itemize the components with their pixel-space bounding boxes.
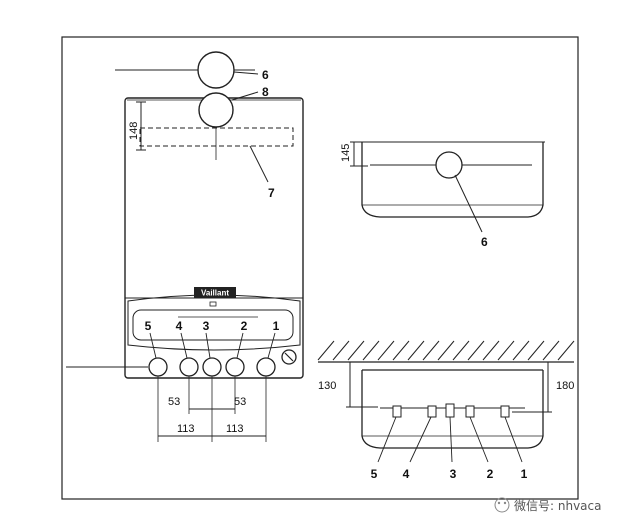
ceiling-hatch [317, 340, 575, 361]
front-num-3: 3 [203, 319, 210, 333]
connector-5 [148, 357, 168, 377]
wechat-icon [494, 497, 510, 513]
front-view [66, 51, 304, 442]
dim-113-right: 113 [226, 423, 244, 435]
connector-2 [225, 357, 245, 377]
bottom-num-2: 2 [487, 467, 494, 481]
top-view [350, 141, 545, 233]
leader-6 [233, 71, 259, 75]
dim-148: 148 [128, 122, 140, 140]
bottom-view-body [361, 370, 544, 449]
leader-7 [249, 145, 269, 183]
dim-180: 180 [556, 380, 574, 392]
dim-53-left: 53 [168, 396, 180, 408]
bottom-view [317, 340, 575, 463]
brand-logo [194, 287, 236, 298]
top-view-body [361, 142, 544, 218]
brand-logo-text: Vaillant [201, 289, 229, 298]
leader-8 [231, 91, 259, 101]
connector-1 [256, 357, 276, 377]
bottom-num-5: 5 [371, 467, 378, 481]
dim-130: 130 [318, 380, 336, 392]
connector-4 [179, 357, 199, 377]
bottom-connector-4 [427, 405, 437, 418]
watermark: 微信号: nhvaca [494, 497, 601, 513]
front-num-5: 5 [145, 319, 152, 333]
callout-6-top: 6 [481, 235, 488, 249]
bottom-connector-5 [392, 405, 402, 418]
callout-6-front: 6 [262, 68, 269, 82]
dim-113-left: 113 [177, 423, 195, 435]
leader-6-top [454, 174, 483, 233]
dim-145: 145 [340, 144, 352, 162]
flue-circle-top [197, 51, 235, 89]
front-num-2: 2 [241, 319, 248, 333]
bottom-num-4: 4 [403, 467, 410, 481]
dim-53-right: 53 [234, 396, 246, 408]
top-view-flue [435, 151, 463, 179]
callout-7: 7 [268, 186, 275, 200]
bottom-connector-2 [465, 405, 475, 418]
callout-8: 8 [262, 85, 269, 99]
boiler-body [124, 97, 304, 379]
bottom-connector-1 [500, 405, 510, 418]
frame-border [61, 36, 579, 500]
bottom-num-1: 1 [521, 467, 528, 481]
control-panel [127, 294, 301, 351]
flue-circle-body [198, 92, 234, 128]
watermark-text: 微信号: nhvaca [514, 499, 601, 513]
bottom-num-3: 3 [450, 467, 457, 481]
dashed-bracket [139, 127, 294, 147]
front-num-4: 4 [176, 319, 183, 333]
bottom-connector-3 [445, 403, 455, 418]
front-num-1: 1 [273, 319, 280, 333]
connector-3 [202, 357, 222, 377]
